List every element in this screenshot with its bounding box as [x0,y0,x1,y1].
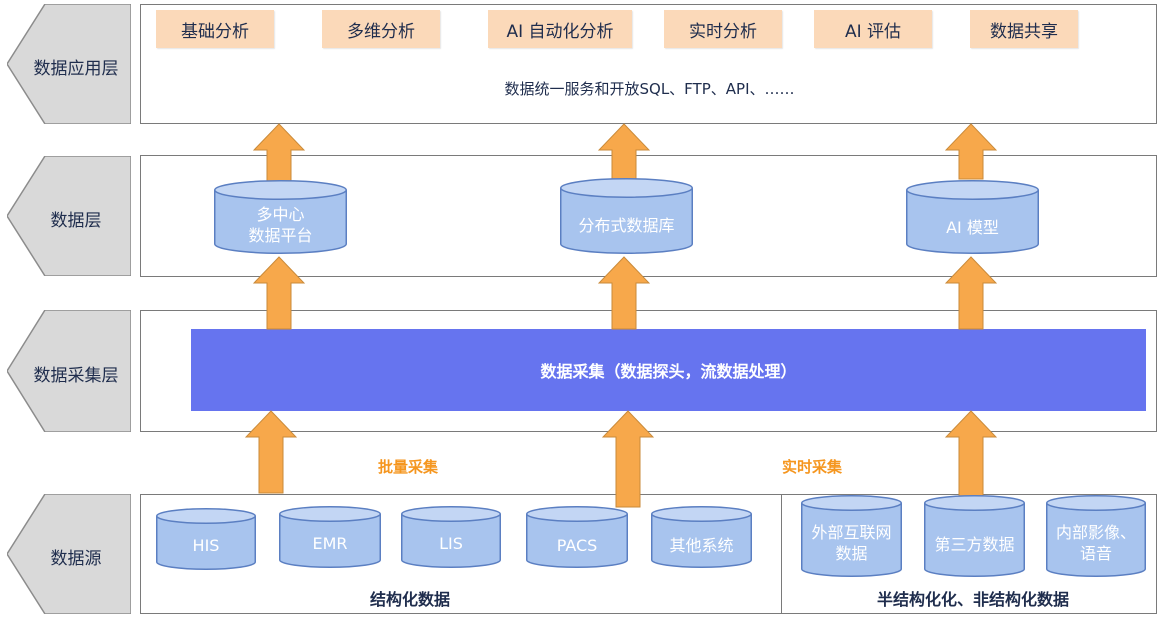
source-pacs-label: PACS [556,536,598,555]
third-party-label: 第三方数据 [934,535,1015,554]
database-icon [156,508,256,570]
app-realtime-analysis: 实时分析 [664,10,782,48]
layer-source-text: 数据源 [50,549,102,569]
collection-bar: 数据采集（数据探头，流数据处理） [191,329,1146,411]
external-line2: 数据 [835,544,868,563]
source-his-label: HIS [192,536,220,555]
database-icon [560,178,693,254]
up-arrow [598,256,650,330]
chevron-shape [7,156,131,276]
internal-line1: 内部影像、 [1055,523,1136,542]
layer-collection-text: 数据采集层 [33,366,119,386]
app-multidim-analysis: 多维分析 [322,10,440,48]
database-icon [401,506,501,568]
up-arrow [945,123,997,180]
realtime-collect-label: 实时采集 [782,458,843,476]
up-arrow [253,256,305,330]
ai-model-cylinder: AI 模型 [906,180,1039,254]
source-other-cylinder: 其他系统 [651,506,752,568]
multi-center-line2: 数据平台 [248,226,313,245]
database-icon [279,506,381,568]
layer-label-data: 数据层 [7,156,131,276]
distributed-db-label: 分布式数据库 [578,216,675,235]
source-lis-label: LIS [439,534,463,553]
database-icon [906,180,1039,254]
layer-application-text: 数据应用层 [33,59,119,79]
database-icon [924,495,1025,577]
up-arrow [945,256,997,330]
structured-data-label: 结构化数据 [369,590,450,609]
source-other-label: 其他系统 [669,536,734,555]
source-emr-label: EMR [312,534,348,553]
app-ai-auto-analysis: AI 自动化分析 [488,10,632,48]
layer-label-collection: 数据采集层 [7,310,131,432]
source-his-cylinder: HIS [156,508,256,570]
chevron-shape [7,310,131,432]
source-internal-media-cylinder: 内部影像、 语音 [1046,495,1146,577]
up-arrow [602,410,654,508]
database-icon [1046,495,1146,577]
ai-model-label: AI 模型 [946,218,999,237]
chevron-shape [7,4,131,124]
layer-data-text: 数据层 [50,211,102,231]
up-arrow [598,123,650,180]
app-data-sharing: 数据共享 [970,10,1078,48]
up-arrow [253,123,305,185]
layer-label-source: 数据源 [7,494,131,614]
unstructured-data-label: 半结构化化、非结构化数据 [876,590,1069,609]
database-icon [801,495,902,577]
app-subtitle: 数据统一服务和开放SQL、FTP、API、…… [504,80,795,98]
app-basic-analysis: 基础分析 [156,10,274,48]
distributed-db-cylinder: 分布式数据库 [560,178,693,254]
source-third-party-cylinder: 第三方数据 [924,495,1025,577]
source-external-internet-cylinder: 外部互联网 数据 [801,495,902,577]
layer-label-application: 数据应用层 [7,4,131,124]
database-icon [214,180,347,254]
external-line1: 外部互联网 [811,523,892,542]
multi-center-line1: 多中心 [256,205,305,224]
database-icon [651,506,752,568]
app-ai-evaluation: AI 评估 [814,10,932,48]
source-divider [781,494,782,614]
multi-center-platform-cylinder: 多中心 数据平台 [214,180,347,254]
batch-collect-label: 批量采集 [378,458,439,476]
database-icon [526,506,628,568]
up-arrow [945,410,997,500]
source-pacs-cylinder: PACS [526,506,628,568]
up-arrow [245,410,297,494]
chevron-shape [7,494,131,614]
source-lis-cylinder: LIS [401,506,501,568]
internal-line2: 语音 [1079,544,1112,563]
source-emr-cylinder: EMR [279,506,381,568]
